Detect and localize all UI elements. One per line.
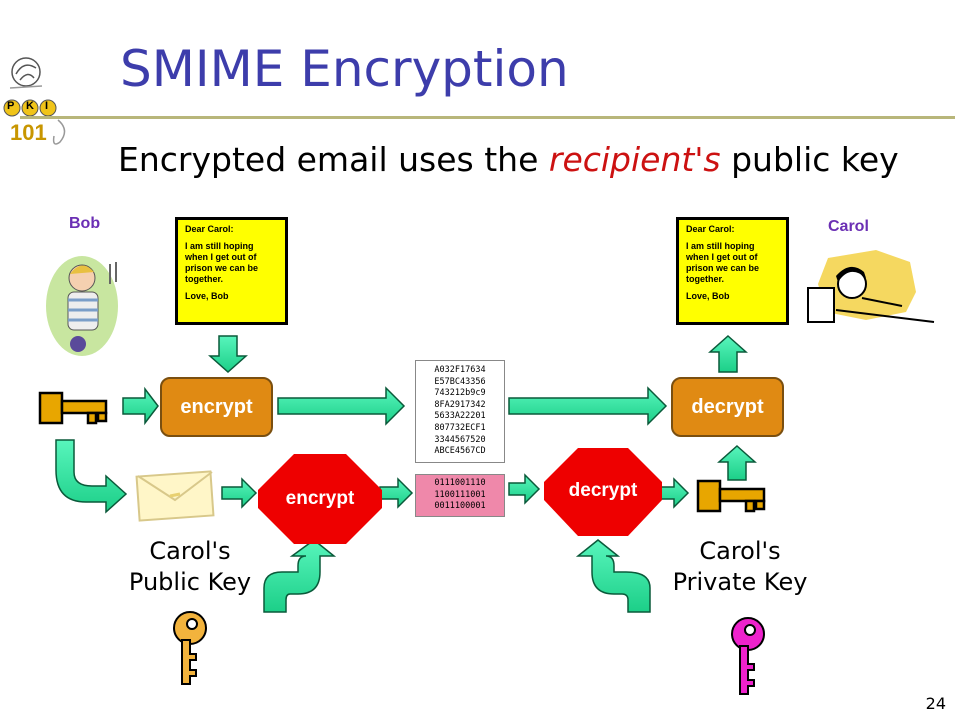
envelope-icon [135,470,215,522]
arrow-right-icon [508,386,668,426]
ciphertext-hex-line: E57BC43356 [434,376,486,387]
private-key-label-line: Carol's [699,537,781,565]
pki-101-logo: P K I 101 [2,50,74,150]
arrow-right-icon [508,473,541,505]
pki-letter-bubble [3,99,21,117]
uniform-stripes [68,298,98,322]
curved-arrow-icon [575,539,651,613]
eagle-emblem-icon [9,57,43,89]
arrow-right-icon [122,386,159,426]
ciphertext-hex-line: 743212b9c9 [434,388,486,399]
letter-body: I am still hoping when I get out of pris… [185,241,259,284]
ciphertext-binary-line: 0011100001 [434,501,486,512]
ciphertext-hex-line: 8FA2917342 [434,399,486,410]
private-key-label: Carol's Private Key [660,536,820,598]
decrypt-octagon [544,448,662,536]
recipient-name: Carol [828,218,869,235]
ciphertext-binary-line: 0111001110 [434,478,486,488]
ciphertext-hex-line: A032F17634 [434,365,486,375]
arrow-up-icon [708,334,748,373]
public-key-label: Carol's Public Key [110,536,270,598]
hair-icon [70,265,94,274]
key-ring-icon [52,119,66,145]
letter-body: I am still hoping when I get out of pris… [686,241,760,284]
pki-letter: K [26,100,34,112]
plaintext-letter-decrypted: Dear Carol: I am still hoping when I get… [676,217,789,325]
arrow-down-icon [208,335,248,374]
arrow-right-icon [277,386,406,426]
public-key-icon [173,611,207,685]
ball-and-chain-icon [70,336,86,352]
page-title: SMIME Encryption [120,40,569,98]
sender-name: Bob [69,215,101,232]
desk-icon [835,309,935,323]
pki-letter: P [7,100,15,112]
symmetric-key-icon [38,391,108,425]
private-key-icon [731,617,765,695]
laptop-icon [807,287,835,323]
public-key-label-line: Carol's [149,537,231,565]
letter-greeting: Dear Carol: [185,224,234,234]
arrow-up-icon [717,444,757,481]
arrow-right-icon [379,477,414,509]
letter-closing: Love, Bob [686,291,730,301]
title-divider [20,116,955,119]
ciphertext-hex-line: 5633A22201 [434,411,486,422]
letter-closing: Love, Bob [185,291,229,301]
logo-number: 101 [10,120,47,145]
hair-icon [836,266,866,282]
curved-arrow-icon [263,539,337,613]
bob-prisoner-illustration [44,250,130,356]
encrypt-box: encrypt [160,377,273,437]
plaintext-letter-original: Dear Carol: I am still hoping when I get… [175,217,288,325]
encrypt-octagon-label: encrypt [285,488,355,509]
letter-greeting: Dear Carol: [686,224,735,234]
arrow-right-icon [221,477,258,509]
ciphertext-binary-line: 1100111001 [434,489,486,500]
private-key-label-line: Private Key [672,568,808,596]
subtitle-emphasis: recipient's [548,140,721,179]
cell-bars-icon [109,262,117,284]
ciphertext-hex-line: 3344567520 [434,434,486,445]
encrypt-octagon [258,454,382,544]
arm-icon [861,297,903,307]
decrypt-octagon-label: decrypt [568,480,638,501]
subtitle-text: public key [720,140,899,179]
ciphertext-hex-line: ABCE4567CD [434,446,486,457]
carol-at-computer-illustration [806,248,936,328]
ciphertext-hex-line: 807732ECF1 [434,422,486,433]
public-key-label-line: Public Key [128,568,252,596]
curved-arrow-icon [55,439,128,514]
page-subtitle: Encrypted email uses the recipient's pub… [118,140,899,179]
pki-letter: I [45,100,49,112]
decrypt-box: decrypt [671,377,784,437]
page-number: 24 [925,694,946,713]
symmetric-key-icon [696,479,766,513]
illustration-backdrop [818,250,916,320]
subtitle-text: Encrypted email uses the [118,140,549,179]
